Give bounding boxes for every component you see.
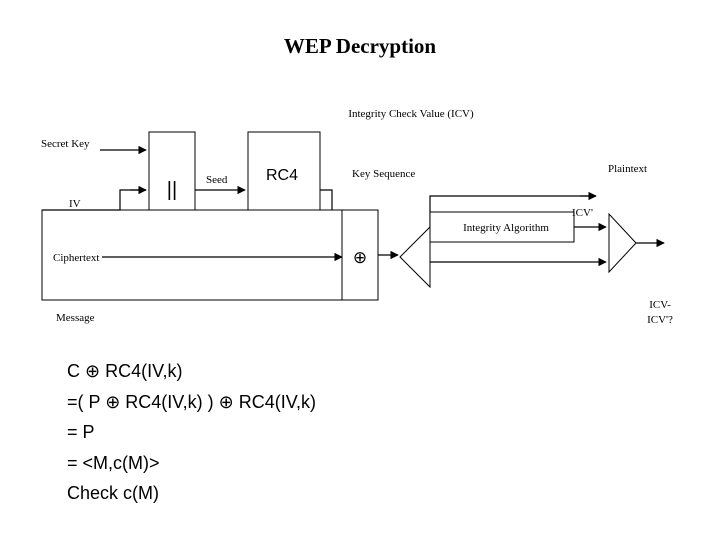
concat-symbol: ||	[167, 179, 177, 201]
integrity-algorithm-label: Integrity Algorithm	[463, 222, 549, 234]
icv-prime-label: ICV'	[572, 207, 593, 219]
formula-line: Check c(M)	[67, 483, 160, 503]
formula-line: C ⊕ RC4(IV,k)	[67, 361, 183, 381]
derivation-formula: C ⊕ RC4(IV,k) =( P ⊕ RC4(IV,k) ) ⊕ RC4(I…	[67, 356, 316, 509]
iv-line	[42, 189, 146, 211]
plaintext-label: Plaintext	[608, 163, 647, 175]
message-box	[41, 209, 343, 301]
concatenation-box	[148, 131, 196, 211]
rc4-label: RC4	[266, 167, 298, 184]
message-label: Message	[56, 312, 95, 324]
key-sequence-label: Key Sequence	[352, 168, 415, 180]
formula-line: = <M,c(M)>	[67, 452, 160, 473]
integrity-algorithm-box	[429, 211, 575, 243]
slide-title: WEP Decryption	[284, 34, 437, 58]
icv-compare-line-2: ICV'?	[647, 314, 673, 326]
xor-symbol: ⊕	[353, 248, 367, 267]
comparator-triangle	[608, 212, 637, 274]
icv-compare-line-1: ICV-	[649, 299, 671, 311]
formula-line: =( P ⊕ RC4(IV,k) ) ⊕ RC4(IV,k)	[67, 391, 317, 412]
iv-label: IV	[69, 198, 81, 210]
secret-key-label: Secret Key	[41, 138, 90, 150]
seed-label: Seed	[206, 174, 228, 186]
formula-line: = P	[67, 422, 95, 442]
ciphertext-label: Ciphertext	[53, 252, 99, 264]
splitter-triangle	[399, 225, 431, 289]
rc4-box	[247, 131, 321, 211]
icv-header-label: Integrity Check Value (ICV)	[348, 108, 474, 120]
